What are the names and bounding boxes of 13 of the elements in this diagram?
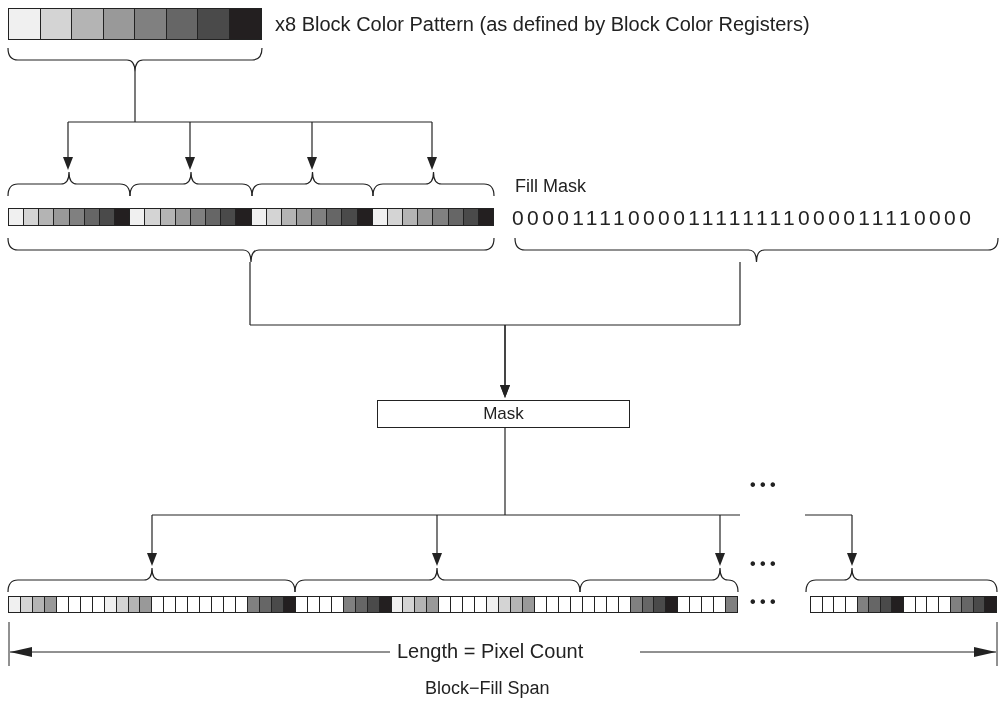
- ellipsis-mark: • • •: [750, 593, 776, 611]
- color-pattern-strip: [8, 208, 494, 226]
- arrow: [63, 71, 437, 170]
- ellipsis-mark: • • •: [750, 476, 776, 494]
- ellipsis-mark: • • •: [750, 555, 776, 573]
- process-box: Mask: [377, 400, 630, 428]
- caption: Block−Fill Span: [425, 678, 550, 699]
- bit-string: 00001111000011111111000011110000: [512, 206, 975, 230]
- dimension-label: Length = Pixel Count: [397, 640, 584, 663]
- heading-text: Fill Mask: [515, 176, 586, 197]
- arrow: [147, 427, 857, 566]
- description-text: x8 Block Color Pattern (as defined by Block Color Registers): [275, 13, 810, 36]
- arrow: [500, 261, 741, 398]
